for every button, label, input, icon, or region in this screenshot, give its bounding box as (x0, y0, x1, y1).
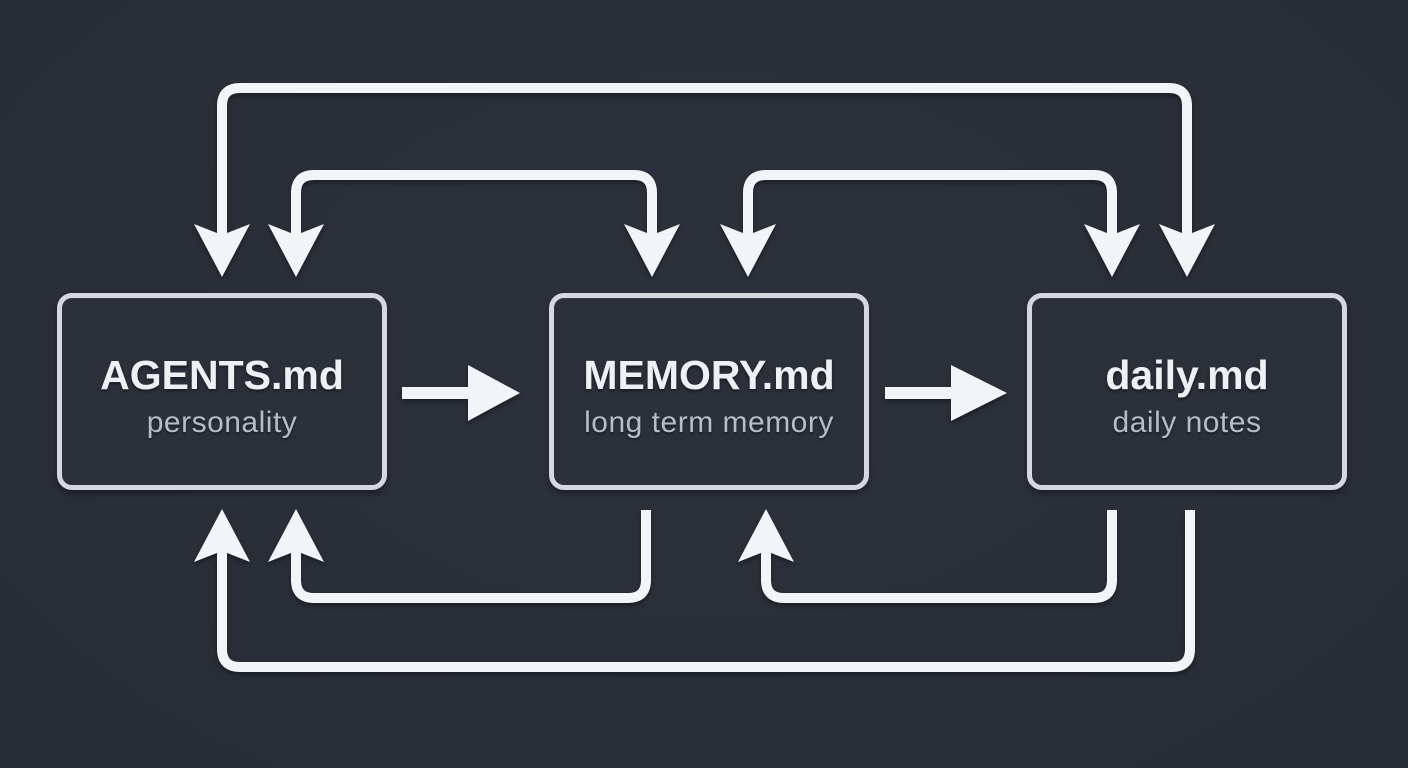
arrowhead-up-into-agents-outer (194, 509, 250, 562)
node-memory-title: MEMORY.md (583, 352, 835, 398)
node-memory-subtitle: long term memory (584, 406, 834, 439)
node-agents-title: AGENTS.md (100, 352, 344, 398)
arrowhead-up-into-agents-inner (268, 509, 324, 562)
edge-top-inner-left-line (291, 170, 657, 238)
node-agents-subtitle: personality (146, 406, 298, 439)
edge-top-inner-agents-memory (268, 170, 680, 277)
node-daily-title: daily.md (1105, 352, 1269, 398)
node-daily-md: daily.md daily notes (1027, 293, 1347, 490)
arrowhead-down-into-memory-left (624, 224, 680, 277)
edge-agents-to-memory (402, 365, 520, 421)
edge-bottom-daily-to-agents (194, 509, 1195, 672)
arrowhead-down-into-memory-right (720, 224, 776, 277)
edge-top-inner-memory-daily (720, 170, 1140, 277)
edge-top-inner-right-line (743, 170, 1117, 238)
arrowhead-up-into-memory (738, 509, 794, 562)
node-memory-md: MEMORY.md long term memory (549, 293, 869, 490)
node-agents-md: AGENTS.md personality (57, 293, 387, 490)
edge-top-outer-agents-daily (194, 83, 1215, 277)
edge-top-outer-line (217, 83, 1192, 238)
arrowhead-down-into-daily-outer (1159, 224, 1215, 277)
edge-bottom-inner-left-line (291, 510, 651, 603)
arrowhead-down-into-agents-outer (194, 224, 250, 277)
node-daily-subtitle: daily notes (1112, 406, 1262, 439)
edge-bottom-outer-line (217, 510, 1195, 672)
edge-memory-to-daily (885, 365, 1007, 421)
arrowhead-down-into-agents-inner (268, 224, 324, 277)
arrow-right-memory-to-daily (885, 365, 1007, 421)
arrow-right-agents-to-memory (402, 365, 520, 421)
arrowhead-down-into-daily-inner (1084, 224, 1140, 277)
edge-bottom-inner-right-line (761, 510, 1117, 603)
edge-bottom-memory-to-agents (268, 509, 651, 603)
edge-bottom-daily-to-memory (738, 509, 1117, 603)
